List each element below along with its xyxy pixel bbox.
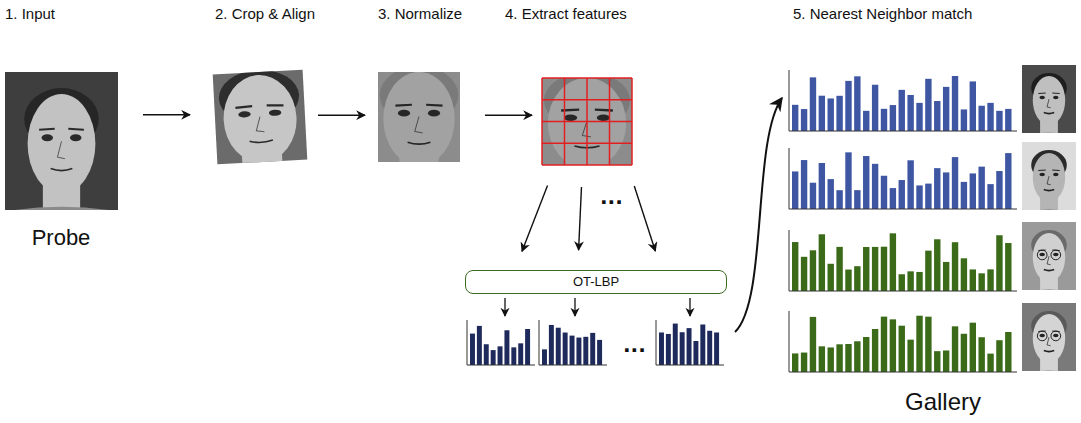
- ellipsis: ...: [600, 186, 623, 208]
- match-arrow: [735, 98, 782, 332]
- histogram: [789, 311, 1017, 372]
- gallery-caption: Gallery: [905, 388, 981, 417]
- ellipsis: ...: [623, 334, 646, 356]
- step-heading: 3. Normalize: [378, 5, 462, 23]
- grid-image: 4. Extract features: [542, 78, 632, 165]
- step-heading: 1. Input: [5, 5, 55, 23]
- step-heading: 5. Nearest Neighbor match: [793, 5, 972, 23]
- histogram: [789, 230, 1017, 291]
- gallery-photo: [1013, 303, 1081, 385]
- step-heading: 2. Crop & Align: [215, 5, 315, 23]
- flow-arrow: [318, 114, 365, 115]
- flow-arrow: [143, 114, 190, 115]
- gallery-photo: [1013, 142, 1081, 224]
- gallery-photo: [1013, 65, 1081, 147]
- operator-box: OT-LBP: [465, 270, 727, 294]
- output-arrow: [504, 298, 505, 316]
- histogram: [789, 70, 1017, 131]
- histogram: [539, 320, 607, 365]
- flow-arrow: [522, 186, 548, 252]
- aligned-photo: [177, 66, 344, 206]
- region-grid: [542, 78, 632, 165]
- step-heading: 4. Extract features: [505, 5, 627, 23]
- grid-photo: [501, 72, 673, 209]
- probe-photo: [0, 72, 136, 238]
- histogram: [467, 320, 535, 365]
- output-arrow: [689, 298, 690, 316]
- histogram: [789, 148, 1017, 209]
- image-caption: Probe: [32, 225, 91, 251]
- gallery-panel: 5. Nearest Neighbor matchGallery: [788, 66, 1078, 374]
- probe-image: 1. InputProbe: [5, 72, 118, 210]
- flow-arrow: [579, 187, 582, 250]
- histogram: [656, 320, 724, 365]
- operator-name: OT-LBP: [573, 274, 619, 290]
- flow-arrow: [634, 186, 655, 251]
- aligned-image: 2. Crop & Align: [215, 72, 305, 162]
- gallery-photo: [1013, 222, 1081, 304]
- flow-arrow: [485, 114, 532, 115]
- normalized-image: 3. Normalize: [378, 72, 460, 162]
- normalized-photo: [341, 66, 498, 208]
- output-arrow: [574, 298, 575, 316]
